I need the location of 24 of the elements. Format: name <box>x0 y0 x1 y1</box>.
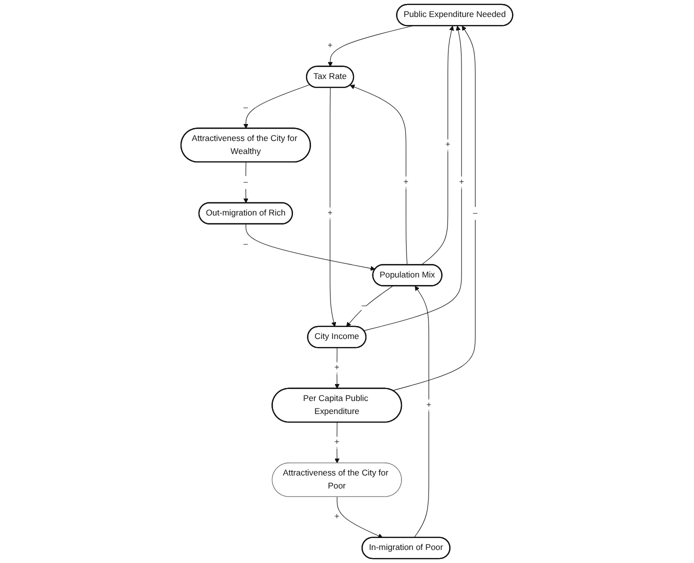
arrow <box>244 84 310 129</box>
arrow <box>364 26 462 331</box>
edge-label: – <box>243 177 248 187</box>
edge-label: + <box>328 208 333 218</box>
arrow <box>421 26 454 266</box>
edge-label: – <box>362 300 366 310</box>
edge-label: + <box>334 437 340 447</box>
edge-label: + <box>334 512 340 522</box>
arrow <box>246 224 376 271</box>
arrow <box>330 87 336 327</box>
arrow <box>392 26 476 391</box>
arrow <box>346 286 394 327</box>
arrow <box>414 286 430 538</box>
edge-label: – <box>243 239 248 249</box>
edge-label: + <box>459 177 464 187</box>
edge-label: – <box>243 102 248 112</box>
arrow <box>244 162 249 204</box>
edge-label: – <box>473 208 478 218</box>
edge-label: + <box>328 40 333 50</box>
edge-label: + <box>446 140 450 150</box>
arrow <box>336 496 384 538</box>
edge-label: + <box>334 362 340 372</box>
edge-label: + <box>426 400 432 410</box>
edge-label: + <box>404 177 409 187</box>
